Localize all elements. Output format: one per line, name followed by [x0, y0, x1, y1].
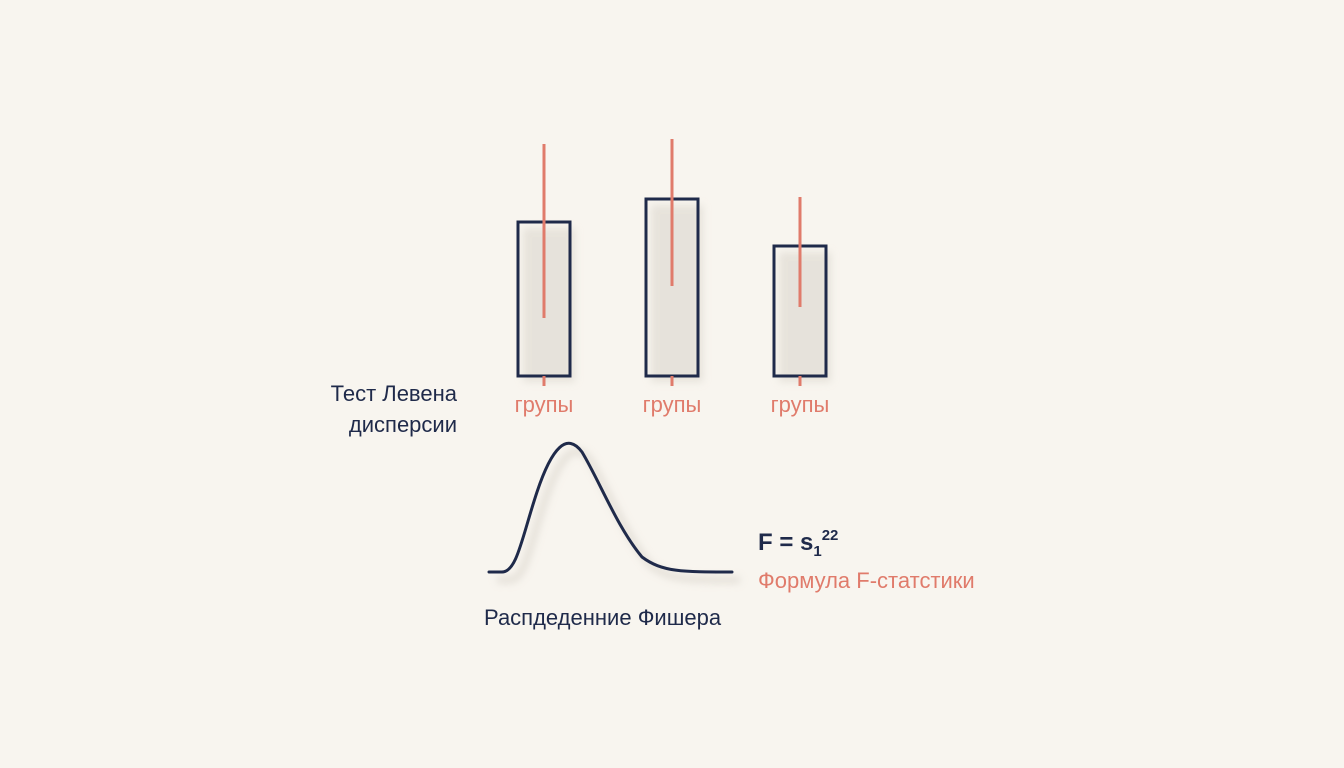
fisher-distribution-curve	[487, 441, 741, 583]
title-line-2: дисперсии	[348, 412, 457, 437]
group-label-2: групы	[642, 392, 702, 417]
group-label-1: групы	[514, 392, 574, 417]
title-line-1: Тест Левена	[330, 381, 457, 406]
group-box-3	[772, 197, 831, 386]
group-label-3: групы	[770, 392, 830, 417]
distribution-caption: Распдеденние Фишера	[484, 605, 722, 630]
curve-line	[487, 441, 734, 574]
title-levene-test: Тест Левена дисперсии	[250, 378, 457, 440]
formula-subscript: 1	[813, 543, 822, 560]
f-statistic-formula: F = s122	[758, 528, 838, 559]
group-box-1-shadow	[523, 228, 575, 382]
formula-superscript: 2	[821, 527, 831, 544]
formula-superscript-2: 2	[830, 527, 839, 544]
group-box-3-shadow	[779, 252, 831, 382]
formula-caption: Формула F-статстики	[758, 568, 975, 593]
curve-shadow	[497, 448, 741, 583]
formula-lhs: F = s	[758, 529, 814, 556]
group-box-1	[516, 144, 575, 386]
group-box-2	[644, 139, 703, 386]
group-box-2-shadow	[651, 205, 703, 382]
